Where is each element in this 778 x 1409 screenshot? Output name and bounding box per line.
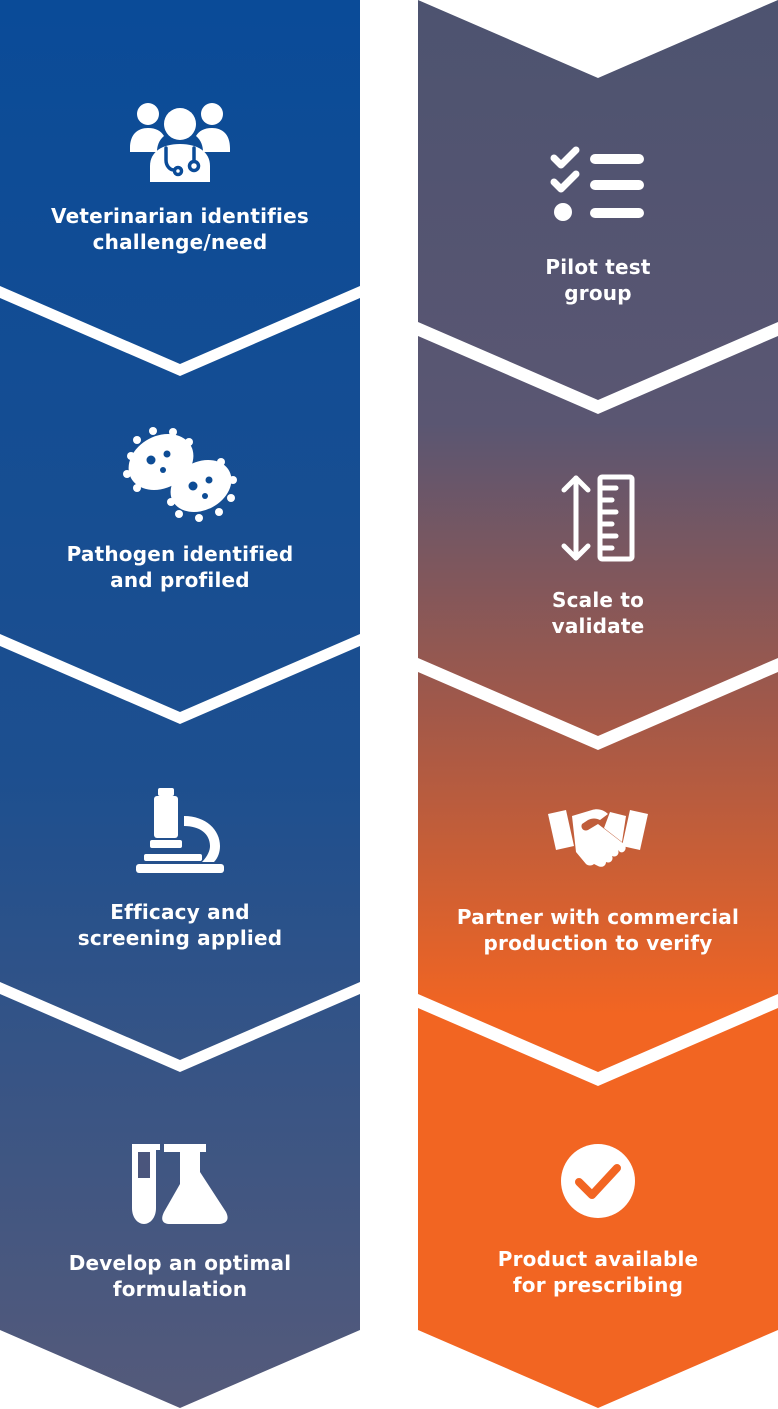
step-label-line: for prescribing: [512, 1273, 684, 1297]
step-label-line: Partner with commercial: [456, 905, 740, 929]
step-label-line: Pilot test: [545, 255, 651, 279]
step-label-line: challenge/need: [92, 230, 268, 254]
step-label-efficacy: Efficacy and screening applied: [78, 899, 282, 951]
step-label-line: and profiled: [110, 568, 250, 592]
step-label-line: formulation: [112, 1277, 248, 1301]
step-label-line: production to verify: [483, 931, 713, 955]
scale-ruler-icon: [560, 474, 636, 562]
veterinarian-team-icon: [128, 100, 232, 182]
microscope-icon: [136, 788, 224, 874]
handshake-icon: [548, 806, 648, 868]
step-label-product: Product available for prescribing: [498, 1246, 699, 1298]
checkmark-circle-icon: [561, 1144, 635, 1218]
step-label-veterinarian: Veterinarian identifies challenge/need: [51, 203, 309, 255]
step-label-partner: Partner with commercial production to ve…: [457, 904, 739, 956]
step-label-line: Pathogen identified: [66, 542, 294, 566]
step-label-formulation: Develop an optimal formulation: [69, 1250, 292, 1302]
step-label-line: Scale to: [551, 588, 645, 612]
step-label-line: Product available: [497, 1247, 699, 1271]
step-label-line: group: [564, 281, 632, 305]
left-chevron-3: [0, 646, 360, 1060]
step-label-line: Efficacy and: [110, 900, 250, 924]
step-label-line: Veterinarian identifies: [51, 204, 309, 228]
step-label-line: Develop an optimal: [68, 1251, 292, 1275]
right-chevron-3: [418, 672, 778, 1072]
step-label-pathogen: Pathogen identified and profiled: [67, 541, 294, 593]
right-chevron-1: [418, 0, 778, 400]
step-label-scale: Scale to validate: [552, 587, 645, 639]
checklist-icon: [550, 146, 646, 224]
left-chevron-1: [0, 0, 360, 364]
step-label-pilot: Pilot test group: [545, 254, 650, 306]
lab-flask-icon: [130, 1142, 230, 1226]
pathogen-icon: [123, 427, 237, 522]
step-label-line: screening applied: [77, 926, 283, 950]
step-label-line: validate: [551, 614, 645, 638]
